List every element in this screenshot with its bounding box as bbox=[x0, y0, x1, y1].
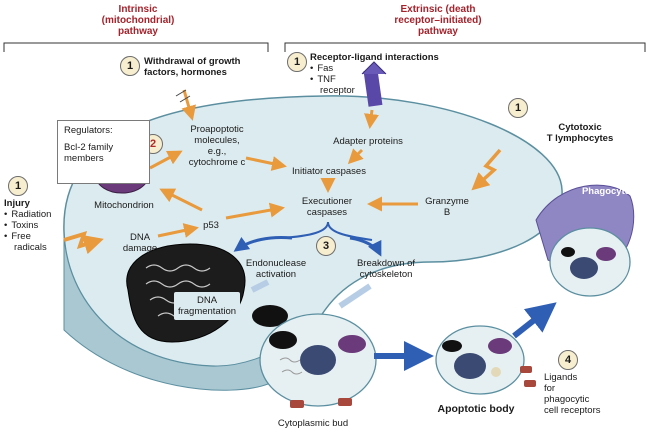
dna-fragmentation-label: DNA fragmentation bbox=[174, 295, 240, 317]
regulators-title: Regulators: bbox=[64, 125, 113, 136]
executioner-line-1: Executioner bbox=[301, 196, 353, 207]
executioner-line-2: caspases bbox=[306, 207, 348, 218]
receptor-ligand-label: Receptor-ligand interactions Fas TNF rec… bbox=[310, 52, 470, 96]
arrow-mito-to-proapop bbox=[149, 150, 183, 170]
initiator-caspases-label: Initiator caspases bbox=[292, 166, 366, 177]
arrow-dna-to-p53 bbox=[157, 223, 199, 238]
cytoskeleton-line-1: Breakdown of bbox=[356, 258, 416, 269]
proapoptotic-line-2: molecules, bbox=[194, 135, 240, 146]
apoptotic-body-label: Apoptotic body bbox=[437, 403, 515, 415]
arrow-body-to-phagocyte bbox=[512, 302, 557, 339]
step-badge-ctl: 1 bbox=[508, 98, 528, 118]
dna-damage-label: DNA damage bbox=[118, 232, 162, 254]
ligands-line-4: cell receptors bbox=[544, 405, 601, 416]
fragment-blob bbox=[252, 305, 288, 327]
proapoptotic-line-1: Proapoptotic bbox=[190, 124, 244, 135]
arrow-endo-to-nucleus bbox=[250, 279, 270, 293]
dna-damage-line-2: damage bbox=[122, 243, 158, 254]
withdrawal-label: Withdrawal of growth factors, hormones bbox=[144, 56, 284, 78]
dna-frag-line-2: fragmentation bbox=[177, 306, 237, 317]
granzyme-label: Granzyme B bbox=[412, 196, 482, 218]
receptor-title: Receptor-ligand interactions bbox=[310, 52, 439, 63]
intrinsic-line-2: (mitochondrial) bbox=[101, 15, 175, 26]
intrinsic-bracket bbox=[3, 42, 269, 52]
injury-title: Injury bbox=[4, 198, 30, 209]
cytoskeleton-label: Breakdown of cytoskeleton bbox=[346, 258, 426, 280]
proapoptotic-line-4: cytochrome c bbox=[188, 157, 246, 168]
adapter-proteins-label: Adapter proteins bbox=[333, 136, 403, 147]
extrinsic-line-1: Extrinsic (death bbox=[400, 4, 476, 15]
extrinsic-line-2: receptor–initiated) bbox=[394, 15, 482, 26]
arrow-withdrawal bbox=[181, 89, 196, 121]
cytoplasmic-bud-label: Cytoplasmic bud bbox=[277, 418, 349, 429]
step-badge-phagocytosis: 4 bbox=[558, 350, 578, 370]
receptor-item-receptor: receptor bbox=[320, 85, 355, 96]
regulators-line-2: members bbox=[64, 153, 104, 164]
executioner-caspases-label: Executioner caspases bbox=[282, 196, 372, 218]
granzyme-line-2: B bbox=[443, 207, 451, 218]
arrow-receptor-to-adapter bbox=[364, 109, 379, 129]
extrinsic-line-3: pathway bbox=[417, 26, 458, 37]
ctl-label: Cytotoxic T lymphocytes bbox=[530, 122, 630, 144]
endonuclease-line-1: Endonuclease bbox=[245, 258, 307, 269]
receptor-item-fas: Fas bbox=[310, 63, 470, 74]
cytoskeleton-line-2: cytoskeleton bbox=[359, 269, 413, 280]
withdrawal-line-1: Withdrawal of growth bbox=[144, 56, 241, 67]
endonuclease-line-2: activation bbox=[255, 269, 297, 280]
regulators-line-1: Bcl-2 family bbox=[64, 142, 114, 153]
proapoptotic-line-3: e.g., bbox=[207, 146, 227, 157]
injury-item-toxins: Toxins bbox=[4, 220, 64, 231]
intrinsic-line-1: Intrinsic bbox=[118, 4, 158, 15]
ligands-line-3: phagocytic bbox=[544, 394, 590, 405]
proapoptotic-label: Proapoptotic molecules, e.g., cytochrome… bbox=[172, 124, 262, 168]
arrow-ctl bbox=[471, 148, 502, 191]
arrow-to-endonuclease bbox=[233, 236, 293, 252]
ligands-line-1: Ligands bbox=[544, 372, 578, 383]
arrow-to-cytoskeleton bbox=[349, 236, 382, 257]
endonuclease-label: Endonuclease activation bbox=[236, 258, 316, 280]
arrow-proapop-to-initiator bbox=[245, 156, 287, 171]
extrinsic-pathway-title: Extrinsic (death receptor–initiated) pat… bbox=[372, 4, 504, 37]
injury-label: Injury Radiation Toxins Free radicals bbox=[4, 198, 64, 253]
extrinsic-bracket bbox=[284, 42, 646, 52]
intrinsic-line-3: pathway bbox=[117, 26, 158, 37]
arrow-cyto-to-bud bbox=[338, 283, 372, 309]
dna-frag-label-bg bbox=[174, 292, 240, 320]
mitochondrion-label: Mitochondrion bbox=[94, 200, 154, 211]
withdrawal-line-2: factors, hormones bbox=[144, 67, 227, 78]
ctl-line-2: T lymphocytes bbox=[546, 133, 614, 144]
dna-damage-line-1: DNA bbox=[129, 232, 151, 243]
p53-label: p53 bbox=[203, 220, 219, 231]
step-badge-injury: 1 bbox=[8, 176, 28, 196]
arrow-adapter-to-initiator bbox=[347, 148, 364, 165]
ligands-label: Ligands for phagocytic cell receptors bbox=[544, 372, 644, 416]
injury-item-radicals: radicals bbox=[14, 242, 47, 253]
step-badge-receptor: 1 bbox=[287, 52, 307, 72]
dna-frag-line-1: DNA bbox=[196, 295, 218, 306]
regulators-box: Regulators: Bcl-2 family members bbox=[57, 120, 150, 184]
arrow-p53-to-mito bbox=[159, 188, 203, 212]
intrinsic-pathway-title: Intrinsic (mitochondrial) pathway bbox=[92, 4, 184, 37]
granzyme-line-1: Granzyme bbox=[425, 196, 469, 207]
ctl-line-1: Cytotoxic bbox=[558, 122, 602, 133]
receptor-item-tnf: TNF bbox=[310, 74, 470, 85]
arrow-p53-to-executioner bbox=[225, 202, 285, 220]
injury-item-free: Free bbox=[4, 231, 64, 242]
ligands-line-2: for bbox=[544, 383, 556, 394]
arrow-injury bbox=[63, 230, 104, 255]
step-badge-withdrawal: 1 bbox=[120, 56, 140, 76]
step-badge-effectors: 3 bbox=[316, 236, 336, 256]
injury-item-radiation: Radiation bbox=[4, 209, 64, 220]
dna-strands bbox=[145, 264, 211, 320]
phagocyte-label: Phagocyte bbox=[581, 186, 631, 197]
ligand-marker bbox=[520, 366, 532, 373]
cell-body-lower bbox=[63, 231, 269, 391]
